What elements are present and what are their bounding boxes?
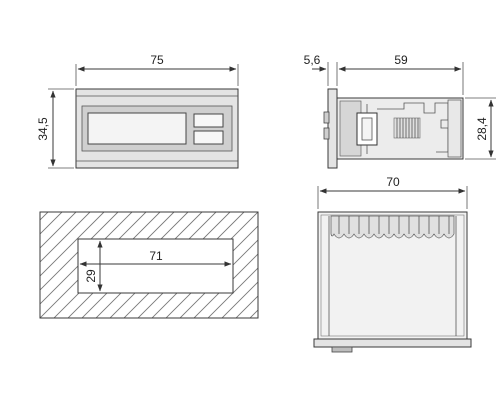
terminal-row xyxy=(330,215,455,239)
top-bezel xyxy=(313,338,472,348)
fixing-clip xyxy=(377,102,449,153)
dim-front-height: 34,5 xyxy=(36,117,50,141)
panel-outline xyxy=(39,211,259,319)
side-view: 5,6 59 28,4 xyxy=(304,53,496,169)
dim-cutout-width: 71 xyxy=(149,249,163,263)
panel-cutout-view: 71 29 xyxy=(39,211,259,319)
dim-top-width: 70 xyxy=(386,175,400,189)
top-view: 70 xyxy=(313,175,472,353)
dim-side-depth: 59 xyxy=(394,53,408,67)
front-button-top xyxy=(193,113,224,128)
front-view: 75 34,5 xyxy=(36,53,239,169)
cutout-opening xyxy=(77,238,234,294)
display-window xyxy=(87,112,187,145)
dim-side-height: 28,4 xyxy=(475,117,489,141)
dim-cutout-height: 29 xyxy=(84,269,98,283)
spring xyxy=(393,117,421,139)
dim-side-bezel: 5,6 xyxy=(304,53,321,67)
dim-front-width: 75 xyxy=(150,53,164,67)
top-button-nub xyxy=(331,346,353,353)
front-button-bottom xyxy=(193,130,224,145)
